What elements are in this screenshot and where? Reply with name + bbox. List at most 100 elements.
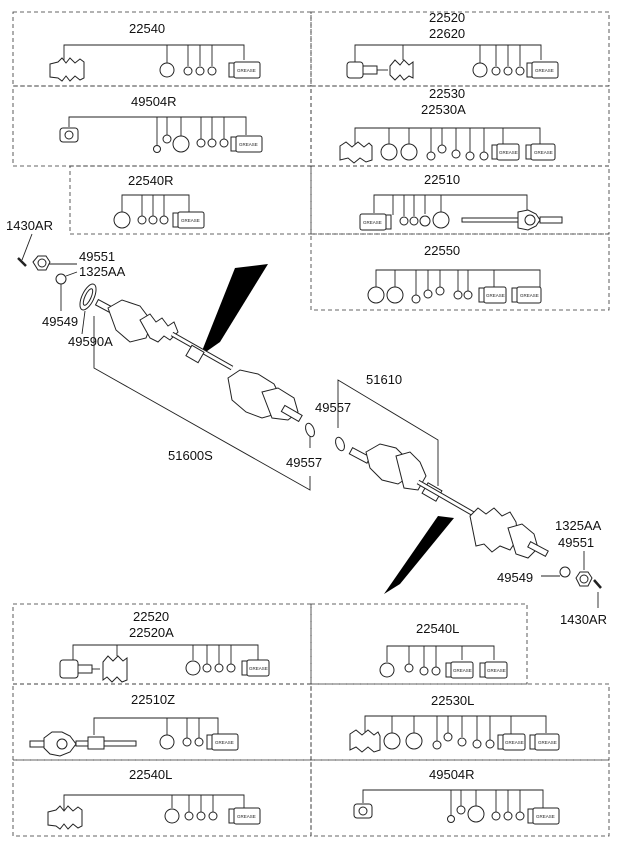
ring-icon	[184, 811, 194, 821]
svg-text:GREASE: GREASE	[363, 220, 382, 225]
ring-icon	[386, 286, 404, 304]
ring-icon	[503, 66, 513, 76]
svg-text:GREASE: GREASE	[249, 666, 268, 671]
ring-icon	[400, 143, 418, 161]
grease-tube-icon: GREASE	[491, 143, 520, 161]
joint-housing-icon	[346, 61, 364, 79]
label-49504r-bottom: 49504R	[429, 767, 475, 782]
hub-nut-bore-icon	[37, 258, 47, 268]
grease-tube-icon: GREASE	[445, 661, 474, 679]
grease-tube-icon: GREASE	[527, 807, 560, 825]
grease-tube-icon: GREASE	[206, 733, 239, 751]
ring-icon	[426, 151, 436, 161]
callout-49557-left: 49557	[286, 455, 322, 470]
right-drive-shaft	[348, 443, 549, 594]
ring-icon	[214, 663, 224, 673]
ring-icon	[196, 811, 206, 821]
outer-boot-icon	[139, 313, 179, 343]
ring-icon	[491, 66, 501, 76]
callout-1430ar-left: 1430AR	[6, 218, 53, 233]
ring-icon	[148, 215, 158, 225]
spline-icon	[362, 65, 378, 75]
outer-cv-joint-icon	[507, 523, 539, 559]
grease-tube-icon: GREASE	[172, 211, 205, 229]
svg-text:GREASE: GREASE	[534, 150, 553, 155]
bushing-core-icon	[64, 130, 74, 140]
kit-22540l-top: GREASE GREASE	[379, 645, 508, 679]
hub-nut-bore-icon	[579, 574, 589, 584]
ring-icon	[432, 740, 442, 750]
box-22530l	[310, 683, 610, 761]
ring-icon	[472, 739, 482, 749]
kit-22550: GREASE GREASE	[367, 269, 542, 304]
box-22540l-top	[310, 603, 528, 685]
kit-22510z: GREASE	[29, 717, 239, 757]
label-22520-bottom: 22520	[133, 609, 169, 624]
joint-housing-icon	[59, 659, 79, 679]
ring-icon	[435, 286, 445, 296]
callout-49551-left: 49551	[79, 249, 115, 264]
ring-icon	[479, 151, 489, 161]
callout-51600s: 51600S	[168, 448, 213, 463]
label-22540: 22540	[129, 21, 165, 36]
box-22540r	[69, 165, 312, 235]
ring-icon	[463, 290, 473, 300]
ring-icon	[423, 289, 433, 299]
boot-icon	[47, 805, 83, 830]
ring-icon	[159, 62, 175, 78]
ring-icon	[465, 151, 475, 161]
callout-1430ar-right: 1430AR	[560, 612, 607, 627]
ring-icon	[379, 662, 395, 678]
grease-tube-icon: GREASE	[529, 733, 560, 751]
damper-icon	[87, 736, 105, 750]
box-22550	[310, 233, 610, 311]
ring-icon	[457, 737, 467, 747]
ring-icon	[207, 138, 217, 148]
ring-icon	[202, 663, 212, 673]
ring-icon	[515, 66, 525, 76]
label-22550: 22550	[424, 243, 460, 258]
spline-icon	[539, 216, 563, 224]
label-22540l-top: 22540L	[416, 621, 459, 636]
svg-text:GREASE: GREASE	[538, 740, 557, 745]
label-22510z: 22510Z	[131, 692, 175, 707]
spline-icon	[77, 664, 93, 674]
kit-22520a: GREASE	[59, 644, 270, 683]
svg-text:GREASE: GREASE	[499, 150, 518, 155]
kit-22510: GREASE	[359, 194, 563, 231]
ring-icon	[194, 737, 204, 747]
label-22620: 22620	[429, 26, 465, 41]
ring-icon	[226, 663, 236, 673]
label-22510: 22510	[424, 172, 460, 187]
boot-icon	[339, 141, 373, 164]
grease-tube-icon: GREASE	[241, 659, 270, 677]
ring-icon	[405, 732, 423, 750]
callout-1325aa-right: 1325AA	[555, 518, 602, 533]
ring-icon	[113, 211, 131, 229]
svg-text:GREASE: GREASE	[520, 293, 539, 298]
washer-icon	[55, 273, 67, 285]
spline-icon	[527, 540, 549, 558]
label-49504r-top: 49504R	[131, 94, 177, 109]
kit-22530: GREASE GREASE	[339, 127, 556, 164]
left-drive-shaft	[94, 264, 315, 438]
ring-icon	[503, 811, 513, 821]
ring-icon	[467, 805, 485, 823]
svg-text:GREASE: GREASE	[237, 814, 256, 819]
cv-joint-cage-icon	[56, 738, 68, 750]
kit-22530l: GREASE GREASE	[349, 715, 560, 753]
svg-text:GREASE: GREASE	[487, 668, 506, 673]
svg-text:GREASE: GREASE	[536, 814, 555, 819]
shaft-icon	[75, 740, 137, 747]
svg-text:GREASE: GREASE	[181, 218, 200, 223]
circlip-icon	[305, 422, 315, 438]
label-22530l: 22530L	[431, 693, 474, 708]
cotter-pin-icon	[593, 579, 602, 589]
boot-icon	[102, 655, 128, 683]
ring-icon	[472, 62, 488, 78]
grease-tube-icon: GREASE	[497, 733, 526, 751]
kit-22540l-bottom: GREASE	[47, 794, 261, 830]
ring-icon	[196, 138, 206, 148]
ring-icon	[153, 145, 161, 153]
